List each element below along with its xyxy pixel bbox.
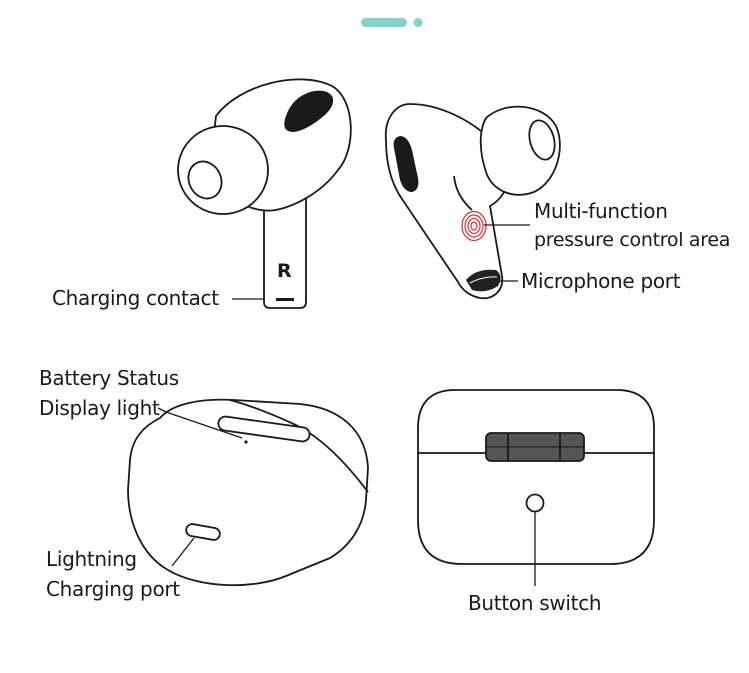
label-battery-status-line1: Battery Status [39, 366, 179, 390]
label-multi-function-line1: Multi-function [534, 199, 668, 223]
label-lightning-line1: Lightning [46, 547, 137, 571]
label-lightning-line2: Charging port [46, 577, 180, 601]
leader-battery-status [157, 407, 243, 439]
case-front [417, 389, 655, 565]
leader-lines-top [232, 224, 530, 300]
setup-button [525, 493, 545, 513]
label-battery-status-line2: Display light [39, 396, 160, 420]
earbud-side-letter: R [277, 260, 292, 282]
case-body [127, 398, 369, 587]
carousel-indicator[interactable] [361, 18, 423, 27]
carousel-dot-active[interactable] [361, 18, 407, 27]
case-angled [127, 398, 369, 587]
leader-lines-bottom [157, 407, 536, 586]
earbud-stem [263, 196, 307, 309]
earbud-body [384, 103, 510, 300]
microphone-mesh [466, 269, 501, 292]
case-top-slot [217, 415, 311, 443]
ear-tip-hole [187, 160, 223, 200]
left-earbud [384, 103, 561, 300]
label-microphone-port: Microphone port [521, 269, 681, 293]
right-earbud [177, 78, 352, 309]
earbud-seam [453, 175, 473, 211]
label-button-switch: Button switch [468, 591, 602, 615]
label-multi-function-line2: pressure control area [534, 229, 731, 251]
leader-lightning [171, 537, 195, 567]
optical-sensor [284, 90, 334, 132]
carousel-dot-inactive[interactable] [413, 18, 423, 27]
fingerprint-icon [461, 210, 487, 242]
optical-sensor [393, 136, 419, 192]
status-light [244, 440, 248, 444]
lightning-port [185, 523, 221, 541]
label-charging-contact: Charging contact [52, 286, 219, 310]
ear-tip-hole [528, 119, 556, 161]
charging-contact-mark [276, 298, 294, 301]
case-body [417, 389, 655, 565]
